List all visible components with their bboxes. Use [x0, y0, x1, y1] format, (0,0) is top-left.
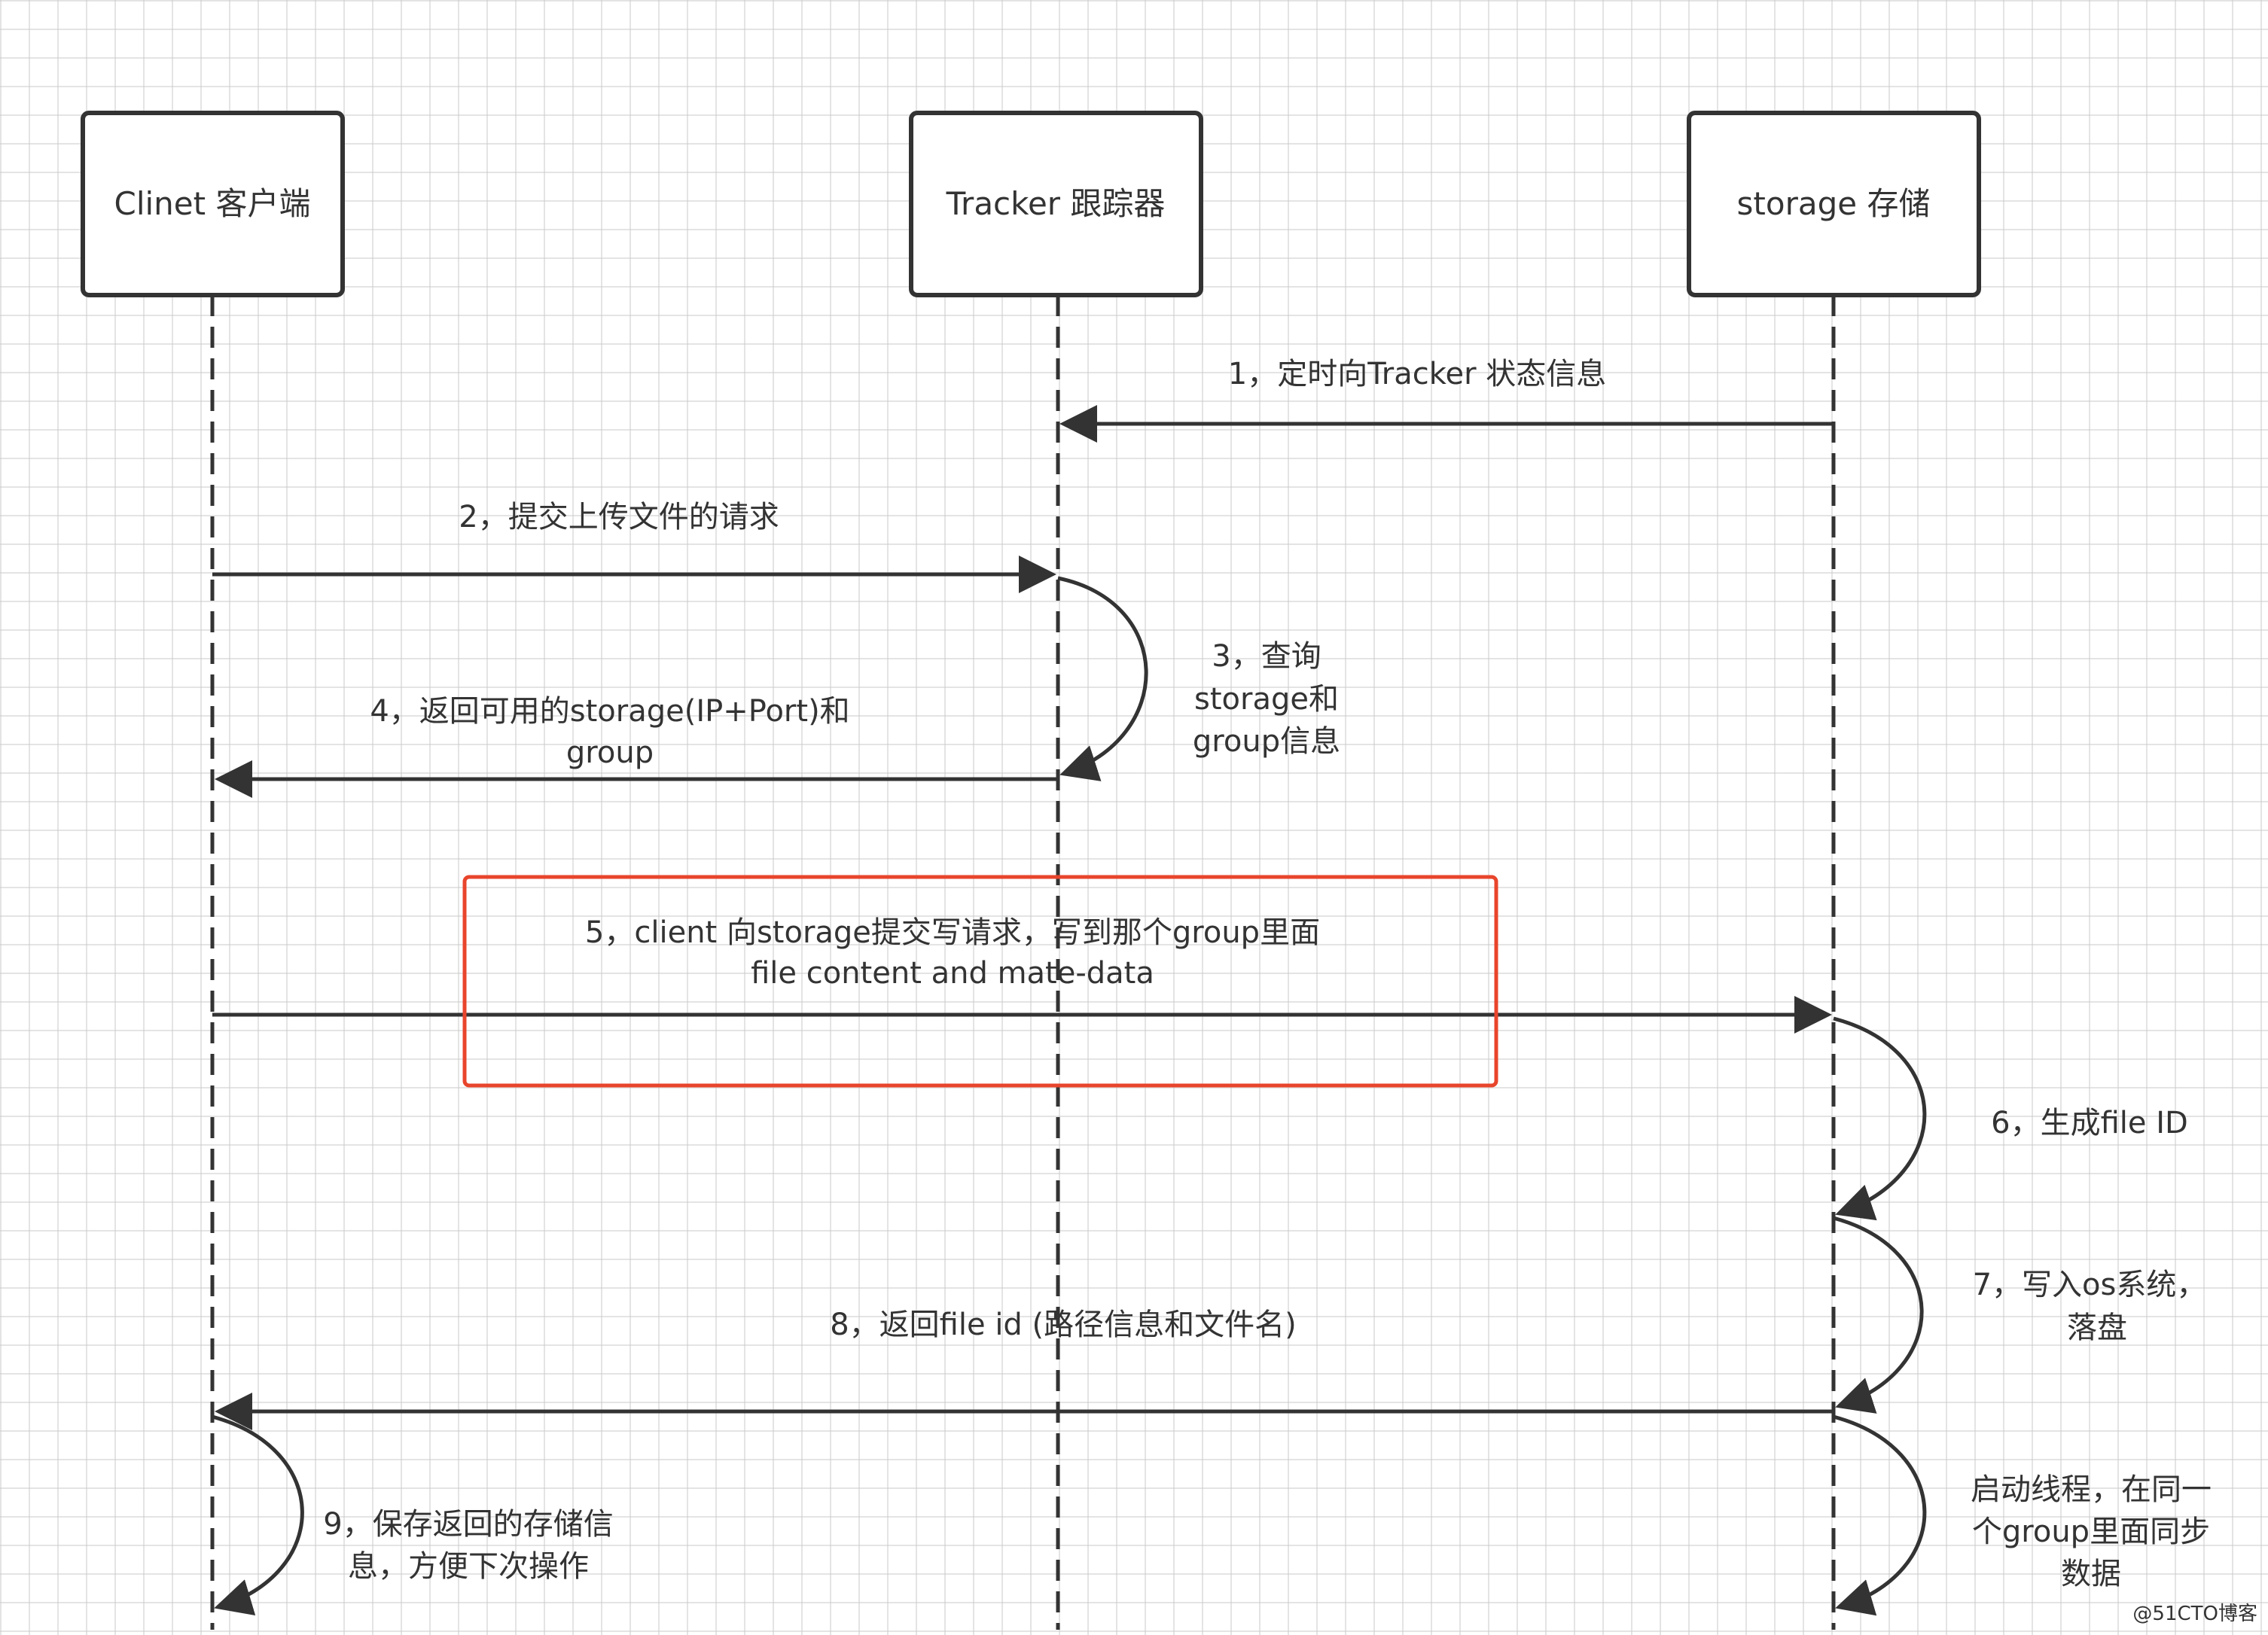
participant-tracker-label: Tracker 跟踪器: [946, 185, 1166, 222]
label-msg-4-line-1: 4，返回可用的storage(IP+Port)和: [370, 694, 849, 729]
label-msg-10-line-1: 启动线程，在同一: [1971, 1472, 2212, 1507]
label-msg-9-line-2: 息，方便下次操作: [348, 1549, 589, 1584]
watermark: @51CTO博客: [2132, 1603, 2257, 1625]
label-msg-9-line-1: 9，保存返回的存储信: [323, 1507, 613, 1542]
label-msg-5-line-2: file content and mate-data: [751, 956, 1154, 991]
arrow-msg-10: [1833, 1414, 1927, 1616]
arrow-msg-7: [1833, 1216, 1924, 1414]
arrow-msg-6: [1833, 1016, 1927, 1221]
label-msg-6: 6，生成file ID: [1991, 1106, 2188, 1140]
label-msg-10-line-2: 个group里面同步: [1972, 1515, 2210, 1549]
label-msg-2: 2，提交上传文件的请求: [459, 500, 779, 534]
arrow-msg-9: [212, 1414, 304, 1616]
label-msg-3-line-1: 3，查询: [1212, 639, 1321, 674]
highlight-box: [462, 875, 1498, 1088]
label-msg-3-line-2: storage和: [1194, 682, 1339, 717]
label-msg-4-line-2: group: [566, 735, 654, 770]
participant-storage[interactable]: storage 存储: [1687, 111, 1981, 297]
arrow-msg-3: [1057, 576, 1148, 781]
participant-client-label: Clinet 客户端: [114, 185, 311, 222]
participant-storage-label: storage 存储: [1737, 185, 1931, 222]
label-msg-3-line-3: group信息: [1193, 724, 1340, 759]
label-msg-10-line-3: 数据: [2061, 1557, 2121, 1591]
label-msg-5-line-1: 5，client 向storage提交写请求，写到那个group里面: [585, 915, 1320, 950]
participant-tracker[interactable]: Tracker 跟踪器: [909, 111, 1203, 297]
label-msg-7-line-2: 落盘: [2067, 1311, 2127, 1345]
label-msg-8: 8，返回file id (路径信息和文件名): [830, 1308, 1297, 1342]
label-msg-1: 1，定时向Tracker 状态信息: [1228, 357, 1606, 391]
label-msg-7-line-1: 7，写入os系统，: [1973, 1268, 2207, 1302]
participant-client[interactable]: Clinet 客户端: [81, 111, 345, 297]
